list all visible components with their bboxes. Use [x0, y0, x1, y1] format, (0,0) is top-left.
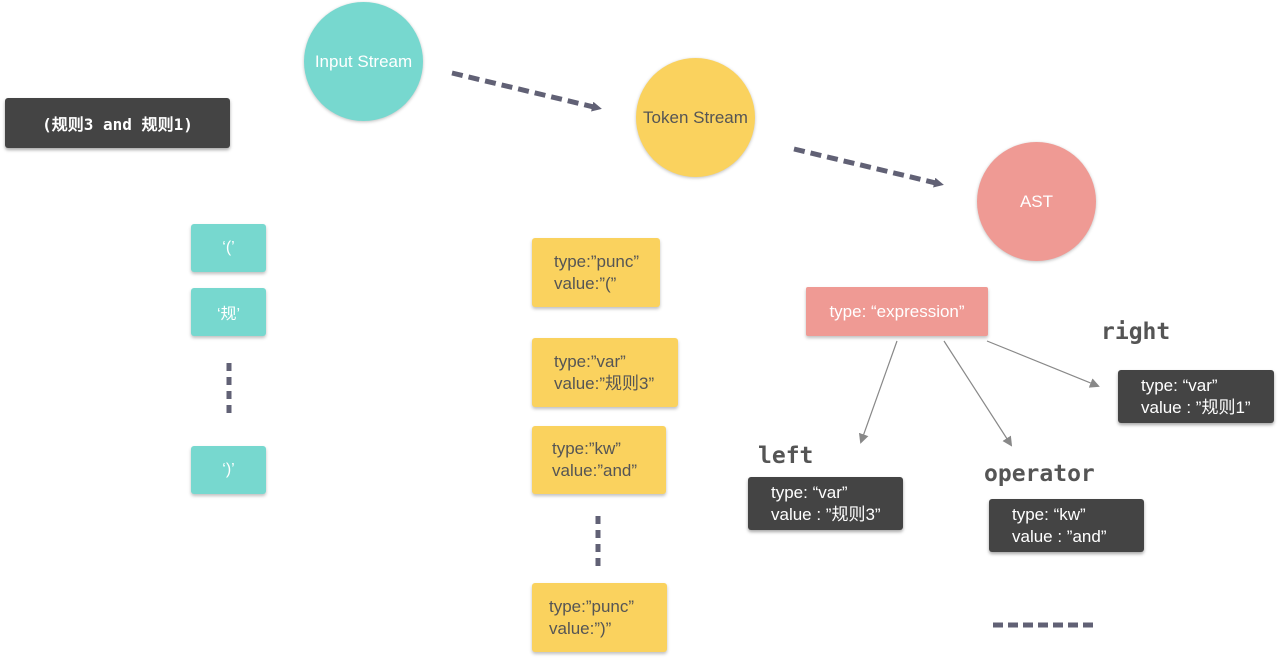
- input-stream-label: Input Stream: [314, 51, 413, 71]
- ast-label: AST: [1019, 191, 1054, 211]
- char-close-paren-label: ‘)’: [222, 461, 235, 478]
- ast-left-box: type: “var” value : ”规则3”: [748, 477, 903, 530]
- left-label: left: [758, 443, 814, 469]
- right-label: right: [1101, 319, 1171, 345]
- ast-operator-box: type: “kw” value : ”and”: [989, 499, 1144, 552]
- edge-to-operator: [943, 340, 1013, 447]
- char-open-paren-label: ‘(’: [222, 239, 235, 256]
- ast-operator-value: value : ”and”: [1012, 526, 1107, 546]
- edge-to-right: [986, 340, 1100, 388]
- operator-label: operator: [984, 461, 1095, 487]
- token-box: type:”var” value:”规则3”: [532, 338, 678, 407]
- input-stream-node: Input Stream: [304, 2, 423, 121]
- ast-right-value: value : ”规则1”: [1141, 397, 1251, 417]
- ast-left-value: value : ”规则3”: [771, 504, 881, 524]
- token-type: type:”kw”: [552, 439, 621, 458]
- token-type: type:”var”: [554, 351, 626, 371]
- token-value: value:”and”: [552, 461, 638, 480]
- char-close-paren: ‘)’: [191, 446, 266, 494]
- char-gui-label: ‘规’: [216, 306, 241, 323]
- token-value: value:”(”: [554, 273, 617, 293]
- arrow-token-to-ast: [793, 146, 944, 188]
- arrow-input-to-token: [451, 70, 602, 112]
- input-expression-box: (规则3 and 规则1): [5, 98, 230, 148]
- token-box: type:”punc” value:”(”: [532, 238, 660, 307]
- ast-root-box: type: “expression”: [806, 287, 988, 336]
- token-type: type:”punc”: [554, 251, 640, 271]
- edge-to-left: [858, 340, 898, 444]
- ast-node: AST: [977, 142, 1096, 261]
- ast-left-type: type: “var”: [771, 482, 848, 502]
- ast-operator-type: type: “kw”: [1012, 504, 1086, 524]
- token-value: value:”)”: [549, 618, 612, 638]
- token-stream-node: Token Stream: [636, 58, 755, 177]
- token-stream-label: Token Stream: [643, 107, 748, 127]
- char-gui: ‘规’: [191, 288, 266, 336]
- token-type: type:”punc”: [549, 596, 635, 616]
- char-open-paren: ‘(’: [191, 224, 266, 272]
- input-expression-text: (规则3 and 规则1): [42, 115, 193, 134]
- token-value: value:”规则3”: [554, 373, 655, 393]
- ast-right-type: type: “var”: [1141, 375, 1218, 395]
- token-box: type:”kw” value:”and”: [532, 426, 666, 494]
- token-box: type:”punc” value:”)”: [532, 583, 667, 652]
- ast-root-label: type: “expression”: [829, 301, 965, 321]
- ast-right-box: type: “var” value : ”规则1”: [1118, 370, 1274, 423]
